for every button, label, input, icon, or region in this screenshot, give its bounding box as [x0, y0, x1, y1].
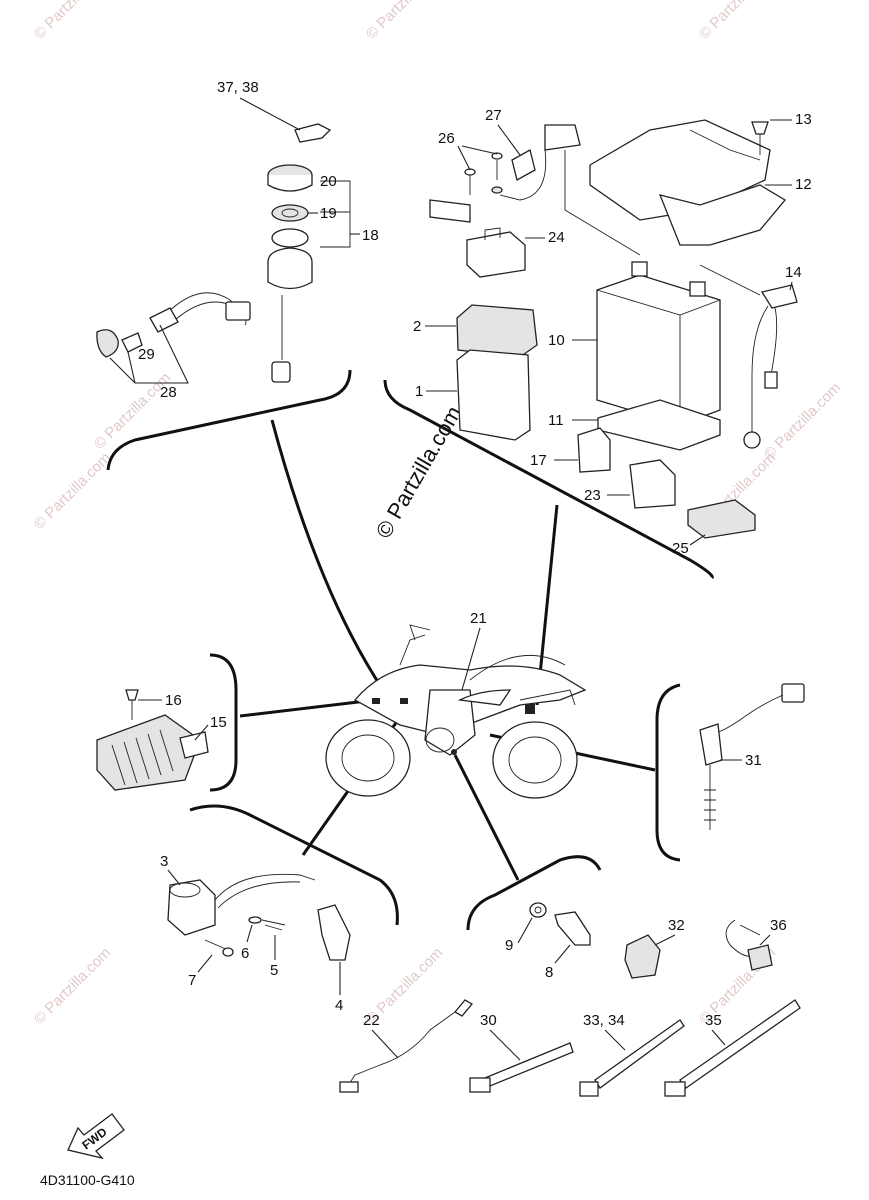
cable-22	[344, 1011, 456, 1091]
callout-19: 19	[320, 205, 337, 222]
battery-group	[429, 119, 798, 539]
callout-37-38: 37, 38	[217, 79, 259, 96]
ignition-switch-group	[96, 123, 351, 383]
switch-group	[529, 902, 773, 979]
callout-22: 22	[363, 1012, 380, 1029]
ignition-switch-body	[267, 247, 313, 290]
callout-2: 2	[413, 318, 421, 335]
callout-23: 23	[584, 487, 601, 504]
leader-ignition	[270, 419, 392, 701]
callout-15: 15	[210, 714, 227, 731]
bracket-coil-group	[189, 804, 399, 926]
fuse-block	[687, 499, 756, 539]
sensor-group	[699, 683, 805, 830]
callout-6: 6	[241, 945, 249, 962]
bracket-rectifier-group	[209, 653, 238, 792]
callout-31: 31	[745, 752, 762, 769]
callout-24: 24	[548, 229, 565, 246]
ignition-coil	[167, 879, 216, 936]
watermark: © Partzilla.com	[31, 944, 114, 1027]
coil-group	[167, 873, 351, 961]
callout-28: 28	[160, 384, 177, 401]
callout-4: 4	[335, 997, 343, 1014]
atv-illustration	[325, 624, 587, 799]
callout-10: 10	[548, 332, 565, 349]
callout-27: 27	[485, 107, 502, 124]
callout-18: 18	[362, 227, 379, 244]
fwd-arrow-icon: FWD	[67, 1113, 125, 1160]
callout-26: 26	[438, 130, 455, 147]
relay	[466, 231, 526, 278]
center-watermark: © Partzilla.com	[371, 402, 467, 543]
leader-21	[461, 627, 481, 691]
rectifier-regulator	[96, 714, 201, 791]
wiring-parts	[339, 999, 801, 1097]
engine	[424, 689, 476, 756]
bracket-ignition-group	[106, 369, 352, 471]
cable-tie-33	[594, 1019, 685, 1089]
callout-14: 14	[785, 264, 802, 281]
watermark: © Partzilla.com	[363, 0, 446, 43]
callout-29: 29	[138, 346, 155, 363]
bracket-sensor-group	[655, 683, 681, 862]
rectifier-group	[96, 689, 209, 791]
battery-cover	[589, 119, 771, 221]
leader-28-29	[109, 324, 189, 384]
callout-7: 7	[188, 972, 196, 989]
callout-25: 25	[672, 540, 689, 557]
cable-tie-30	[479, 1042, 574, 1089]
callout-17: 17	[530, 452, 547, 469]
callout-8: 8	[545, 964, 553, 981]
bracket-battery-group	[383, 379, 714, 580]
callout-30: 30	[480, 1012, 497, 1029]
callout-13: 13	[795, 111, 812, 128]
callout-20: 20	[320, 173, 337, 190]
fuse-box-cover	[456, 304, 538, 358]
spark-plug-cap	[317, 904, 351, 961]
watermark: © Partzilla.com	[31, 0, 114, 43]
leader-37-38	[239, 97, 301, 131]
leader-rectifier	[239, 698, 376, 718]
callout-9: 9	[505, 937, 513, 954]
callout-3: 3	[160, 853, 168, 870]
watermark: © Partzilla.com	[761, 379, 844, 462]
watermark: © Partzilla.com	[31, 449, 114, 532]
cdi-unit	[456, 349, 531, 441]
diagram-code: 4D31100-G410	[40, 1172, 135, 1188]
callout-12: 12	[795, 176, 812, 193]
callout-5: 5	[270, 962, 278, 979]
callout-21: 21	[470, 610, 487, 627]
callout-16: 16	[165, 692, 182, 709]
group-brackets	[106, 369, 714, 931]
leader-switch	[453, 754, 520, 881]
callout-11: 11	[548, 412, 564, 429]
callout-36: 36	[770, 917, 787, 934]
watermark: © Partzilla.com	[696, 0, 779, 43]
callout-1: 1	[415, 383, 423, 400]
callout-35: 35	[705, 1012, 722, 1029]
callout-32: 32	[668, 917, 685, 934]
key	[294, 123, 332, 143]
callout-33-34: 33, 34	[583, 1012, 625, 1029]
bracket-switch-group	[466, 855, 602, 931]
neutral-switch	[554, 911, 591, 946]
